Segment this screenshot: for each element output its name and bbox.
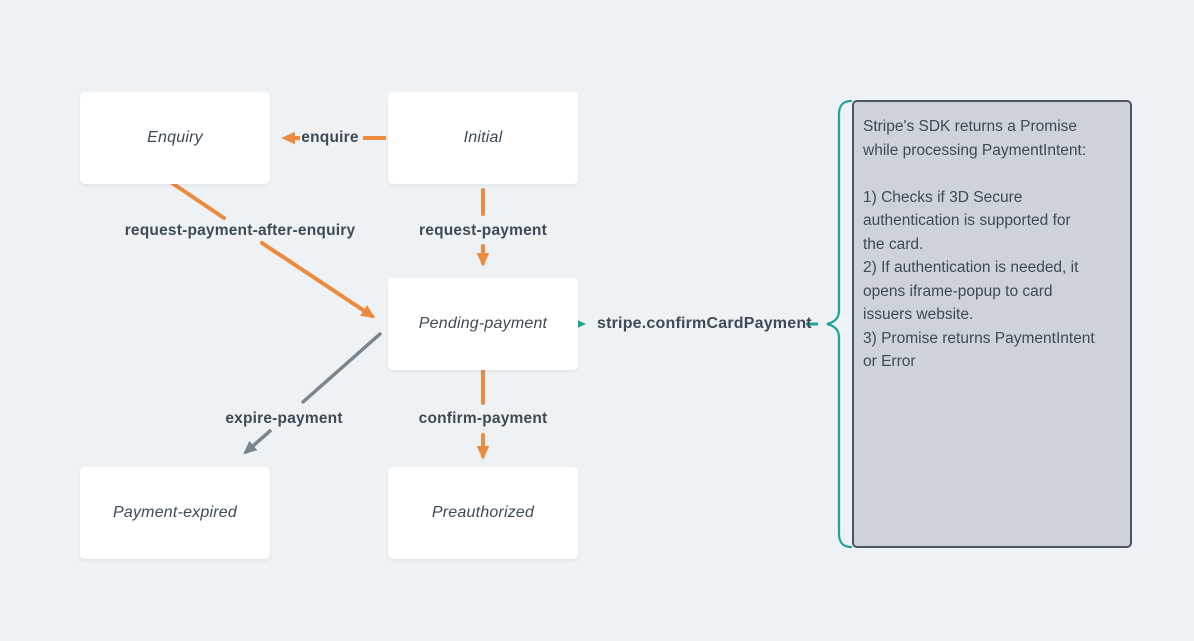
transition-arrow-request-payment-after-enquiry xyxy=(170,181,376,319)
callout-label-stripe-confirm-card-payment: stripe.confirmCardPayment xyxy=(597,315,812,332)
state-label: Initial xyxy=(463,129,503,146)
state-node-initial[interactable]: Initial xyxy=(388,92,578,184)
transition-label-request-payment[interactable]: request-payment xyxy=(419,222,547,239)
state-node-enquiry[interactable]: Enquiry xyxy=(80,92,270,184)
transition-label-request-payment-after-enquiry[interactable]: request-payment-after-enquiry xyxy=(124,222,356,239)
state-label: Enquiry xyxy=(147,129,203,146)
state-node-pending-payment[interactable]: Pending-payment xyxy=(388,278,578,370)
transition-label-enquire[interactable]: enquire xyxy=(301,129,359,146)
curly-brace-icon xyxy=(826,99,853,549)
transition-label-confirm-payment[interactable]: confirm-payment xyxy=(418,410,548,427)
state-node-preauthorized[interactable]: Preauthorized xyxy=(388,467,578,559)
note-panel-stripe-sdk[interactable]: Stripe's SDK returns a Promise while pro… xyxy=(852,100,1132,548)
state-node-payment-expired[interactable]: Payment-expired xyxy=(80,467,270,559)
state-label: Pending-payment xyxy=(418,315,548,332)
transition-arrow-expire-payment xyxy=(243,332,382,455)
transition-label-expire-payment[interactable]: expire-payment xyxy=(225,410,343,427)
state-label: Preauthorized xyxy=(431,504,535,521)
state-label: Payment-expired xyxy=(113,504,237,521)
